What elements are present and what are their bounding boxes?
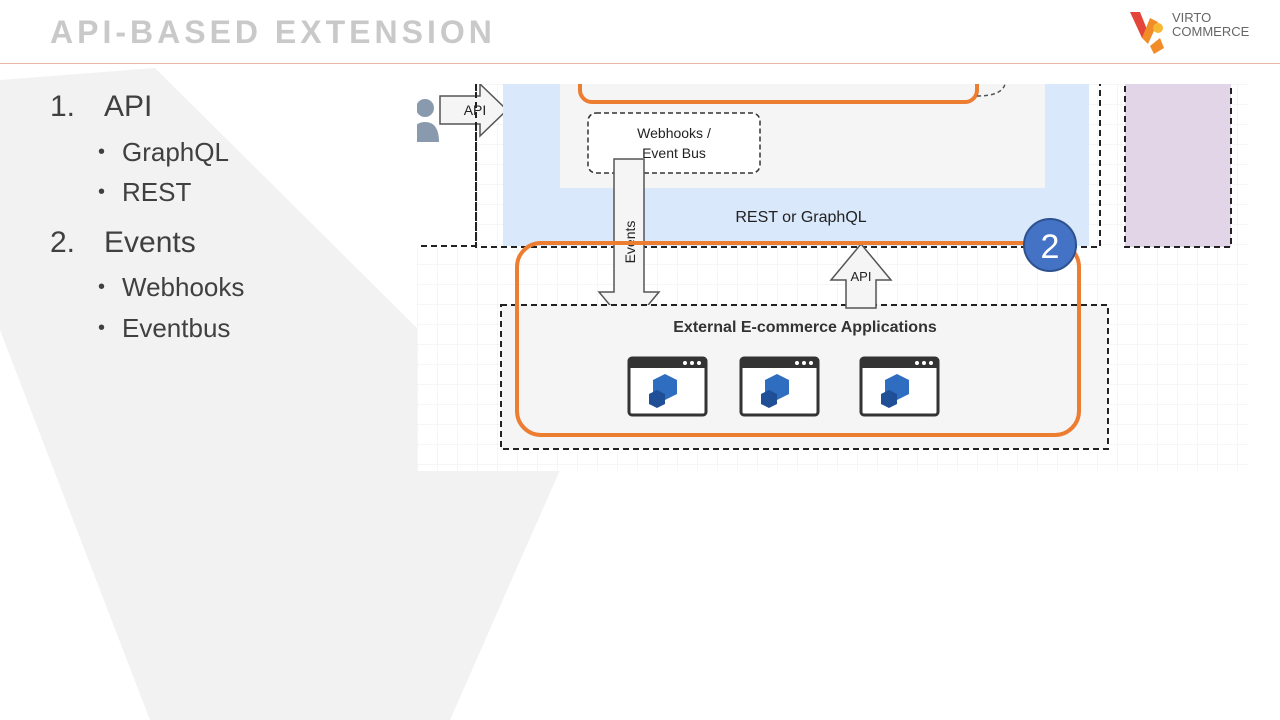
webhooks-label-line2: Event Bus [642, 145, 706, 161]
logo-text-virto: VIRTO [1172, 10, 1212, 25]
app-window-icon [859, 356, 940, 417]
logo-text-commerce: COMMERCE [1172, 24, 1250, 39]
highlight-box [515, 241, 1081, 437]
outline-item-api: 1. API [50, 90, 152, 124]
outline-number: 2. [50, 226, 76, 259]
app-window-icon [627, 356, 708, 417]
outline-item-events: 2. Events [50, 226, 196, 260]
api-arrow-label: API [464, 102, 487, 118]
api-arrow-up: API [829, 242, 893, 309]
outline-label: API [104, 90, 153, 123]
title-divider [0, 63, 1280, 64]
bullet-item: •GraphQL [98, 137, 229, 167]
api-arrow-right: API [439, 84, 509, 138]
bullet-label: GraphQL [122, 137, 229, 167]
bullet-label: REST [122, 177, 192, 207]
badge-number: 2 [1041, 228, 1060, 266]
architecture-diagram: API Webhooks / Event Bus Events REST or … [417, 84, 1248, 471]
rest-graphql-label: REST or GraphQL [735, 209, 866, 226]
platform-dashed-box [475, 84, 1101, 248]
slide-title: API-BASED EXTENSION [50, 14, 496, 50]
bullet-label: Eventbus [122, 313, 231, 343]
user-icon [417, 99, 439, 142]
bullet-label: Webhooks [122, 272, 245, 302]
outline-number: 1. [50, 90, 76, 123]
bullet-item: •Webhooks [98, 272, 245, 302]
outline-label: Events [104, 226, 196, 259]
logo-mark-icon [1130, 12, 1164, 54]
webhooks-label-line1: Webhooks / [637, 125, 711, 141]
api-arrow-up-label: API [851, 269, 872, 284]
bullet-item: •Eventbus [98, 313, 231, 343]
bullet-item: •REST [98, 177, 192, 207]
number-badge: 2 [1023, 218, 1077, 272]
top-module-box [578, 84, 1006, 104]
external-apps-label: External E-commerce Applications [673, 319, 937, 336]
webhooks-event-bus-box: Webhooks / Event Bus [587, 112, 761, 174]
app-window-icon [739, 356, 820, 417]
admin-panel-box [1124, 84, 1232, 248]
